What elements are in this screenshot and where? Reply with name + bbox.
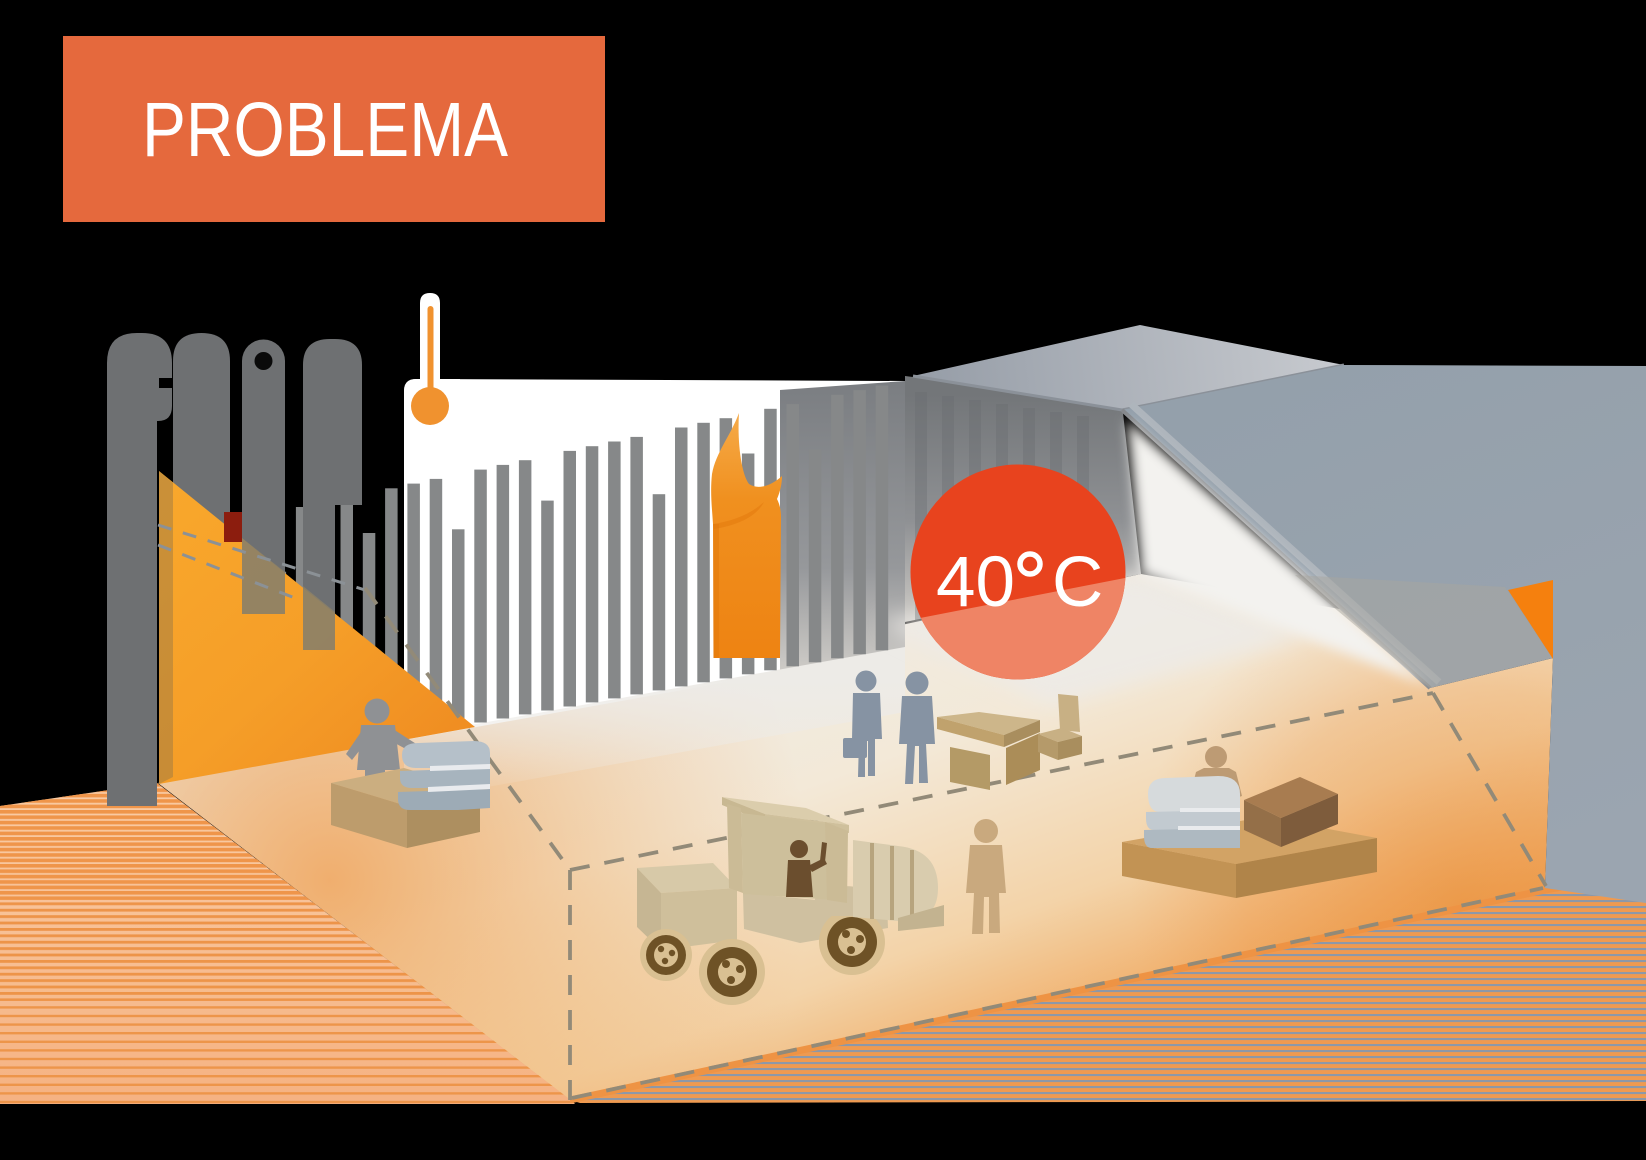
svg-text:PROBLEMA: PROBLEMA [142,87,509,173]
svg-text:40: 40 [936,543,1015,622]
svg-text:C: C [1052,543,1103,622]
